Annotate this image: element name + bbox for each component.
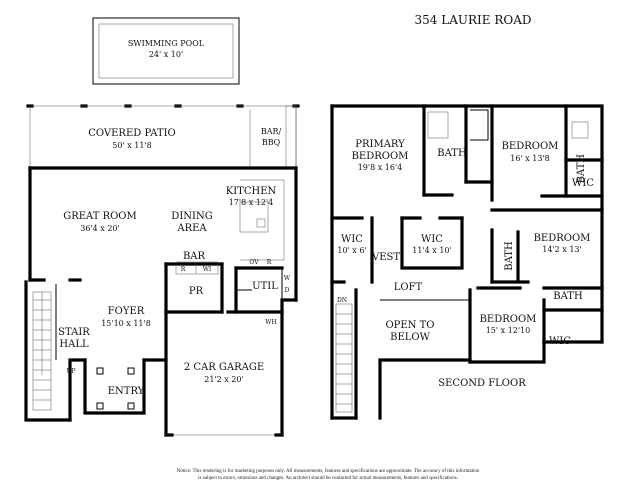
ov-label: OV: [249, 259, 259, 266]
notice-line-2: is subject to errors, omissions and chan…: [198, 476, 458, 481]
wic-left-dims: 10' x 6': [337, 246, 366, 255]
bar-r-label: R: [181, 266, 186, 273]
bath-c-label: BATH: [553, 291, 583, 302]
bar-bbq-label-1: BAR/: [261, 127, 282, 136]
dining-label-2: AREA: [176, 223, 207, 234]
great-room-dims: 36'4 x 20': [80, 224, 119, 233]
second-floor-label: SECOND FLOOR: [438, 378, 526, 389]
stair-hall-label-1: STAIR: [58, 327, 90, 338]
pool-dims: 24' x 10': [149, 50, 183, 59]
bath-a-label: BATH: [576, 154, 587, 184]
entry-label: ENTRY: [108, 386, 145, 397]
stairs-second-floor: [335, 303, 353, 413]
washer-label: W: [284, 275, 291, 282]
dn-label: DN: [337, 297, 347, 304]
wic-c-label: WIC: [549, 336, 571, 347]
pr-label: PR: [189, 286, 204, 297]
bedroom-c-name: BEDROOM: [480, 314, 537, 325]
bedroom-b-dims: 14'2 x 13': [542, 245, 581, 254]
wh-label: WH: [265, 319, 276, 326]
foyer-name: FOYER: [108, 306, 145, 317]
stairs-first-floor: [32, 291, 52, 411]
kitchen-name: KITCHEN: [226, 186, 277, 197]
bar-wi-label: WI: [203, 266, 212, 273]
covered-patio-name: COVERED PATIO: [88, 128, 176, 139]
bar-bbq-label-2: BBQ: [262, 138, 281, 147]
bar-label: BAR: [183, 251, 206, 262]
swimming-pool: SWIMMING POOL 24' x 10': [92, 17, 240, 85]
foyer-dims: 15'10 x 11'8: [101, 319, 151, 328]
pool-name: SWIMMING POOL: [128, 39, 205, 48]
primary-bedroom-dims: 19'8 x 16'4: [358, 163, 403, 172]
open-to-below-label-1: OPEN TO: [385, 320, 434, 331]
wic-center-dims: 11'4 x 10': [412, 246, 451, 255]
garage-name: 2 CAR GARAGE: [184, 362, 264, 373]
dryer-label: D: [285, 287, 290, 294]
dining-label-1: DINING: [171, 211, 212, 222]
bedroom-a-name: BEDROOM: [502, 141, 559, 152]
util-label: UTIL: [252, 281, 278, 292]
bedroom-c-dims: 15' x 12'10: [486, 326, 531, 335]
notice-line-1: Notice: This rendering is for marketing …: [177, 469, 480, 474]
loft-label: LOFT: [394, 282, 423, 293]
property-title: 354 LAURIE ROAD: [415, 13, 532, 27]
first-floor: COVERED PATIO 50' x 11'8 BAR/ BBQ KITCHE…: [24, 104, 300, 437]
garage-dims: 21'2 x 20': [204, 375, 243, 384]
open-to-below-label-2: BELOW: [390, 332, 430, 343]
up-label: UP: [66, 368, 75, 375]
bedroom-a-dims: 16' x 13'8: [510, 154, 549, 163]
primary-bedroom-label-1: PRIMARY: [355, 139, 405, 150]
bedroom-b-name: BEDROOM: [534, 233, 591, 244]
kitchen-dims: 17'8 x 12'4: [229, 198, 274, 207]
ov-r-label: R: [267, 259, 272, 266]
wic-left-name: WIC: [341, 234, 363, 245]
bath-vertical-label: BATH: [504, 241, 515, 271]
great-room-name: GREAT ROOM: [63, 211, 137, 222]
covered-patio-dims: 50' x 11'8: [112, 141, 151, 150]
vest-label: VEST: [371, 252, 400, 263]
wic-center-name: WIC: [421, 234, 443, 245]
primary-bedroom-label-2: BEDROOM: [352, 151, 409, 162]
wic-a-label: WIC: [572, 178, 594, 189]
primary-bath-label: BATH: [437, 148, 467, 159]
stair-hall-label-2: HALL: [59, 339, 89, 350]
second-floor: PRIMARY BEDROOM 19'8 x 16'4 BATH BEDROOM…: [330, 104, 604, 420]
